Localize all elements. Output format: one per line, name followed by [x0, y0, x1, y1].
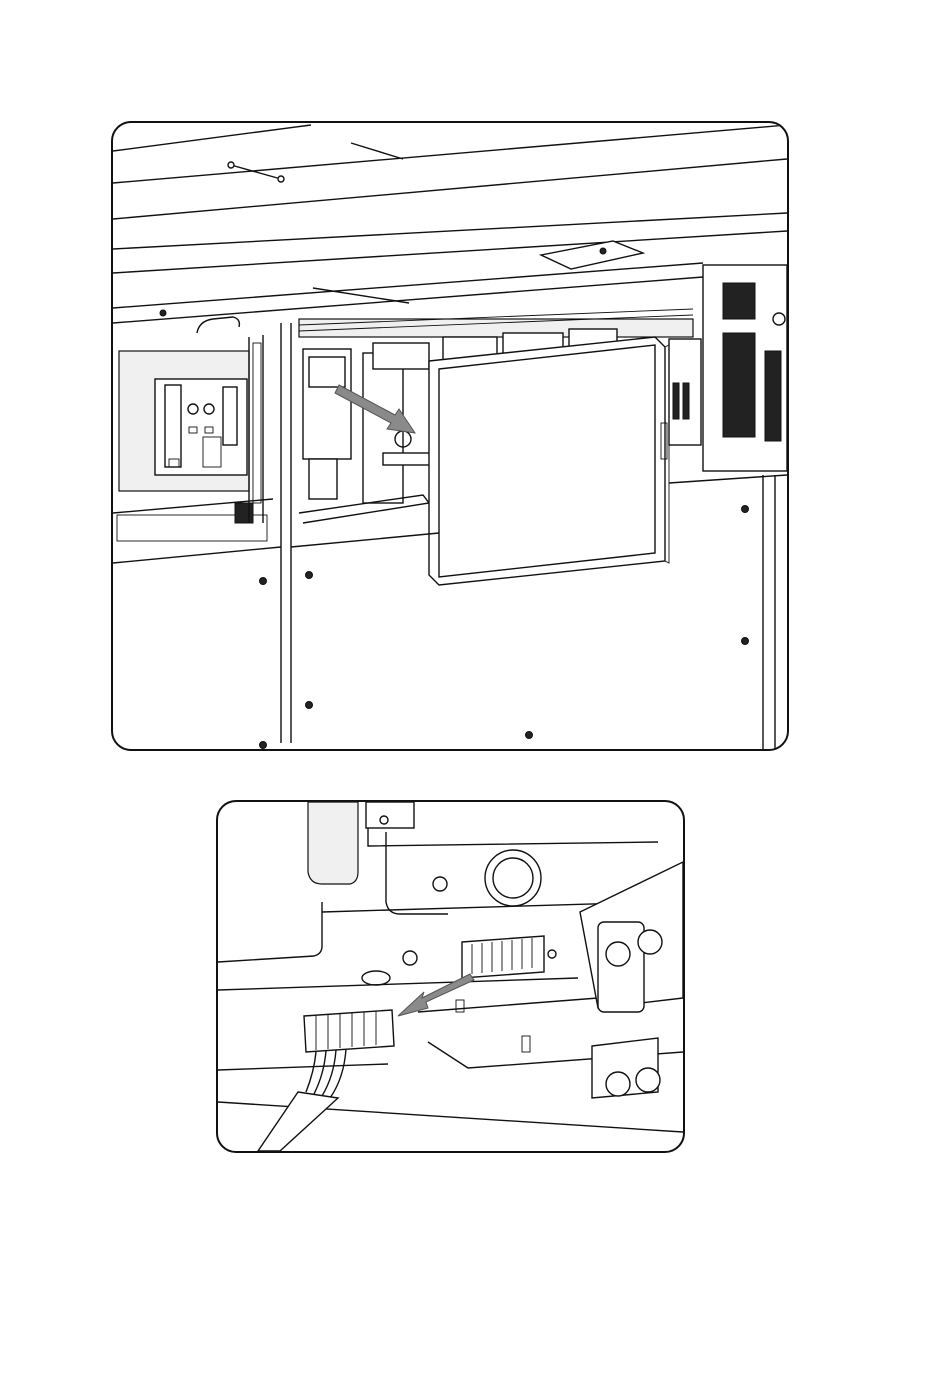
terminal-block: [462, 936, 556, 978]
cabinet-cover-removal-panel: [111, 121, 789, 751]
terminal-connector-panel: [216, 800, 685, 1153]
cabinet-illustration: [113, 123, 787, 749]
connector-plug-icon: [258, 1010, 394, 1151]
connector-illustration: [218, 802, 683, 1151]
arrow-icon: [398, 974, 474, 1016]
